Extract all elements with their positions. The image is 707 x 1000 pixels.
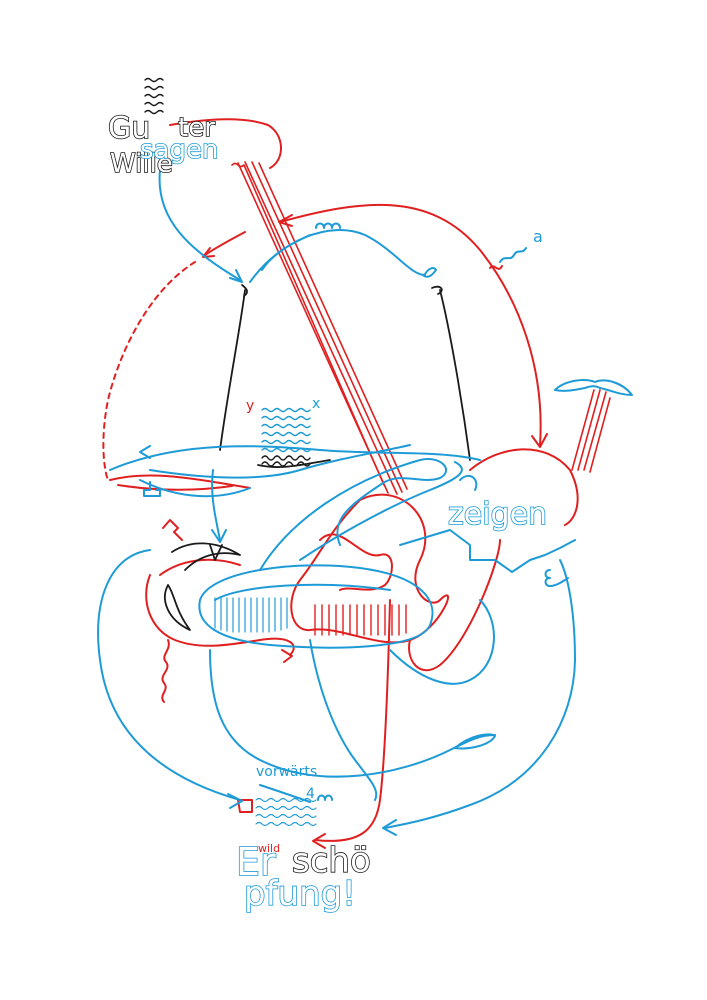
blue-lower-loop [209, 649, 496, 778]
blue-hatch-bottom [255, 797, 317, 827]
word-four: 4 [306, 786, 315, 802]
red-creature-outer [145, 574, 295, 656]
red-bowl-left2 [117, 484, 233, 491]
blue-sagen-curve [158, 169, 241, 281]
blue-oval-inner [214, 583, 391, 601]
red-wavy-band [231, 161, 408, 495]
red-gadget-top [162, 519, 183, 541]
word-er: Er [236, 840, 276, 884]
red-right-wavy-tuft [571, 389, 611, 473]
red-tilde [489, 265, 503, 270]
blue-left-gadget [143, 481, 161, 497]
blue-bumps-bottom [317, 794, 333, 801]
black-left-leg-hook [241, 284, 248, 297]
black-left-claw [164, 584, 191, 631]
red-dashed-arc [102, 261, 196, 481]
red-tail-squiggle [161, 639, 170, 703]
blue-right-lobe [384, 559, 576, 829]
red-arc-arrowhead [531, 433, 548, 448]
word-y: y [246, 398, 254, 414]
red-big-arc [279, 203, 542, 446]
black-hatch-center [261, 455, 311, 467]
blue-oval-body [198, 564, 434, 649]
black-small-arrow [209, 544, 223, 561]
word-wille: Wille [110, 149, 173, 179]
blue-bumps [315, 222, 341, 229]
word-pfung: pfung! [244, 874, 356, 914]
red-left-arrowhead [202, 247, 215, 258]
word-schoe: schö [292, 841, 371, 881]
red-down-line [314, 599, 391, 842]
blue-hatch-oval [214, 597, 288, 633]
red-central-inner [319, 533, 393, 591]
blue-leaf-lower [454, 733, 496, 750]
blue-bowl-lower [139, 479, 251, 498]
black-strokes [164, 284, 471, 631]
word-zeigen: zeigen [448, 497, 547, 532]
blue-sagen-arrowhead [229, 269, 243, 283]
blue-vorwaerts-arrow [259, 784, 311, 803]
red-bottom-gadget [237, 799, 253, 813]
red-hatching-central [314, 604, 407, 636]
word-a: a [533, 227, 543, 246]
blue-strokes [97, 169, 633, 836]
word-sagen: sagen [140, 135, 218, 165]
black-right-leg [439, 289, 471, 461]
blue-bowl-under [149, 444, 411, 479]
word-x: x [312, 396, 320, 412]
blue-left-loop-arrowhead [227, 793, 243, 809]
blue-squiggle-a [499, 247, 527, 263]
blue-down-arrowhead [211, 529, 227, 543]
word-ter: ter [178, 113, 215, 143]
blue-bowl-arrowhead [139, 445, 151, 459]
red-top-bracket [169, 118, 282, 169]
word-vorwaerts: vorwärts [256, 764, 317, 780]
red-creature-head [159, 558, 241, 576]
blue-right-arrowhead [382, 819, 397, 836]
black-left-claw2 [171, 542, 241, 571]
red-left-arrow [204, 231, 246, 256]
blue-swirl [259, 458, 448, 571]
blue-center-down [309, 639, 378, 801]
black-center-bar [257, 459, 331, 468]
blue-bow [554, 379, 633, 396]
blue-hatch-block-xy [261, 407, 311, 453]
blue-swirl-2 [299, 461, 463, 561]
blue-down-arrow [211, 469, 221, 541]
blue-bowl-right-arc [459, 474, 478, 491]
red-down-arrowhead [312, 833, 326, 849]
blue-leaf [423, 267, 437, 278]
blue-top-arc-loop [261, 234, 311, 271]
red-creature-arrowhead [281, 649, 293, 663]
black-left-leg [219, 289, 246, 451]
blue-right-bumps [544, 569, 569, 587]
blue-left-big-loop [97, 549, 241, 801]
blue-bowl-top [109, 445, 481, 471]
red-animal-body [469, 448, 579, 526]
red-animal-loop [408, 539, 501, 672]
blue-zigzag [399, 529, 576, 573]
red-bowl-left [109, 474, 251, 489]
word-gu: Gu [108, 111, 150, 146]
blue-mid-loop [389, 599, 495, 685]
black-right-leg-hook [431, 285, 443, 295]
black-wavy-top [144, 77, 164, 115]
word-wild: wild [258, 842, 280, 855]
